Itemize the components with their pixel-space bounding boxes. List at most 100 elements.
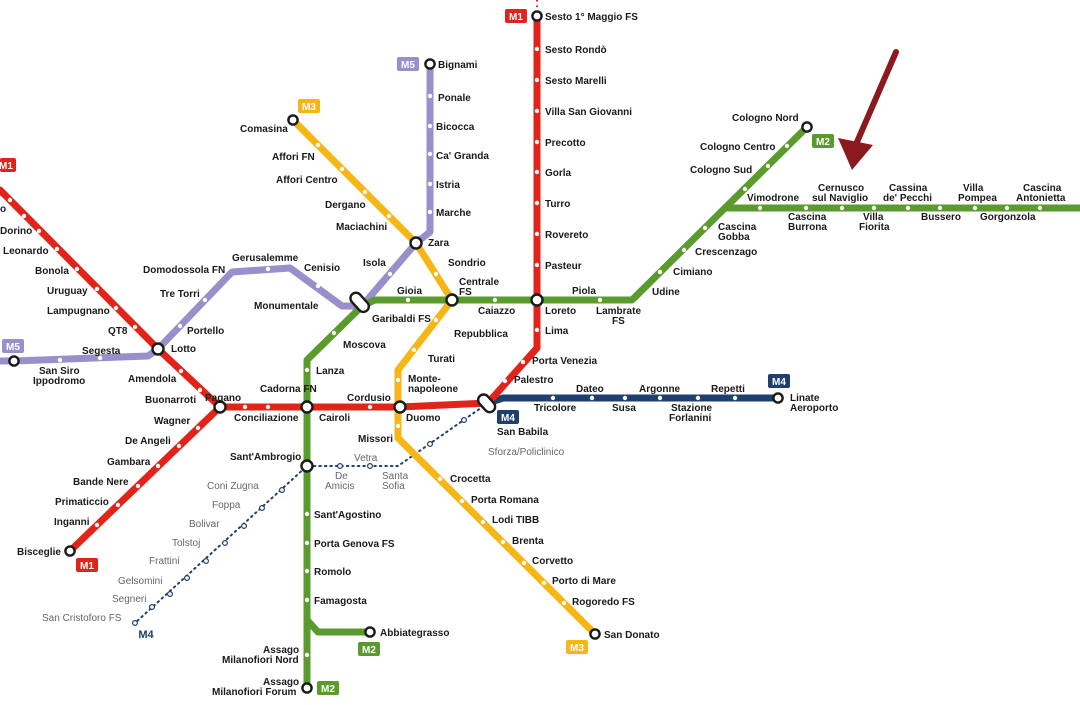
station-label: Ippodromo — [33, 376, 85, 387]
svg-text:M4: M4 — [501, 413, 515, 424]
station-label: Affori FN — [272, 152, 315, 163]
station-label: Porta Venezia — [532, 356, 597, 367]
svg-text:M3: M3 — [570, 643, 584, 654]
station-label: Sondrio — [448, 258, 486, 269]
station-label: Assago — [263, 645, 299, 656]
station-label: Portello — [187, 326, 224, 337]
station-label: Bisceglie — [17, 547, 61, 558]
station-label: Cairoli — [319, 413, 350, 424]
future-station-label: Sofia — [382, 481, 405, 492]
station-label: Buonarroti — [145, 395, 196, 406]
station-label: Antonietta — [1016, 193, 1066, 204]
m1-line-bisceglie-branch — [66, 403, 224, 555]
station-label: Pagano — [205, 393, 241, 404]
station-label: Udine — [652, 287, 680, 298]
station-label: Monumentale — [254, 301, 319, 312]
station-label: Tre Torri — [160, 289, 200, 300]
station-label: Lampugnano — [47, 306, 110, 317]
svg-text:M3: M3 — [302, 102, 316, 113]
m5-badge-bignami: M5 — [397, 57, 419, 71]
station-label: Brenta — [512, 536, 544, 547]
m2-line-abbiategrasso-branch — [303, 616, 374, 636]
future-station-labels: Sforza/Policlinico Vetra De Amicis Santa… — [42, 447, 565, 624]
svg-text:M5: M5 — [401, 60, 415, 71]
station-label: Corvetto — [532, 556, 573, 567]
station-label: Duomo — [406, 413, 440, 424]
station-label: Turati — [428, 354, 455, 365]
station-label: Garibaldi FS — [372, 314, 431, 325]
m4-badge-san-babila: M4 — [497, 410, 519, 424]
future-station-label: Bolivar — [189, 519, 220, 530]
station-label: Fiorita — [859, 222, 890, 233]
station-label: Marche — [436, 208, 471, 219]
station-label: Sesto 1° Maggio FS — [545, 12, 638, 23]
station-label: Burrona — [788, 222, 827, 233]
m2-badge-assago: M2 — [317, 681, 339, 695]
station-label: Gerusalemme — [232, 253, 299, 264]
station-label: Stazione — [671, 403, 713, 414]
station-label: Cascina — [788, 212, 827, 223]
future-station-label: Sforza/Policlinico — [488, 447, 565, 458]
station-label: FS — [612, 316, 625, 327]
station-label: Inganni — [54, 517, 90, 528]
m3-badge-comasina: M3 — [298, 99, 320, 113]
station-label: Amendola — [128, 374, 177, 385]
station-label: Affori Centro — [276, 175, 338, 186]
station-label: napoleone — [408, 384, 458, 395]
station-label: Cimiano — [673, 267, 712, 278]
station-label: Cadorna FN — [260, 384, 317, 395]
future-station-label: Frattini — [149, 556, 180, 567]
m4-badge-linate: M4 — [768, 374, 790, 388]
station-label: Ca' Granda — [436, 151, 489, 162]
station-label: Gambara — [107, 457, 151, 468]
station-label: Romolo — [314, 567, 351, 578]
station-label: Leonardo — [3, 246, 49, 257]
station-label: Cascina — [1023, 183, 1062, 194]
station-label: Assago — [263, 677, 299, 688]
station-label: de' Pecchi — [883, 193, 932, 204]
station-label: Forlanini — [669, 413, 711, 424]
station-label: Piola — [572, 286, 596, 297]
station-label: Comasina — [240, 124, 288, 135]
svg-text:M1: M1 — [509, 12, 523, 23]
station-label: Sant'Ambrogio — [230, 452, 301, 463]
station-label: Missori — [358, 434, 393, 445]
station-label: Segesta — [82, 346, 121, 357]
future-station-label: Gelsomini — [118, 576, 162, 587]
station-label: Palestro — [514, 375, 553, 386]
m2-badge-cologno: M2 — [812, 134, 834, 148]
station-label: Bicocca — [436, 122, 475, 133]
station-label: Cernusco — [818, 183, 864, 194]
station-label: Pompea — [958, 193, 997, 204]
station-label: Cologno Nord — [732, 113, 799, 124]
station-label: Porto di Mare — [552, 576, 616, 587]
station-label: Repubblica — [454, 329, 508, 340]
svg-text:M2: M2 — [816, 137, 830, 148]
svg-text:M2: M2 — [362, 645, 376, 656]
station-label: Lambrate — [596, 306, 641, 317]
station-label: San Donato — [604, 630, 660, 641]
station-label: Istria — [436, 180, 460, 191]
svg-text:M4: M4 — [138, 629, 154, 641]
station-label: Cologno Centro — [700, 142, 776, 153]
station-label: Bignami — [438, 60, 478, 71]
station-label: Famagosta — [314, 596, 367, 607]
svg-text:M2: M2 — [321, 684, 335, 695]
station-label: Aeroporto — [790, 403, 838, 414]
station-label: sul Naviglio — [812, 193, 868, 204]
m3-badge-san-donato: M3 — [566, 640, 588, 654]
future-station-label: Foppa — [212, 500, 241, 511]
station-label: Villa — [963, 183, 984, 194]
station-label: Bande Nere — [73, 477, 129, 488]
station-label: Argonne — [639, 384, 681, 395]
future-station-label: De — [335, 471, 348, 482]
station-label: Sesto Rondò — [545, 45, 607, 56]
station-label: Bonola — [35, 266, 69, 277]
future-station-label: San Cristoforo FS — [42, 613, 122, 624]
station-label: Crocetta — [450, 474, 491, 485]
station-label: Gobba — [718, 232, 750, 243]
station-label: Cenisio — [304, 263, 340, 274]
m4-badge-future: M4 — [138, 629, 154, 641]
m3-line — [289, 116, 599, 638]
